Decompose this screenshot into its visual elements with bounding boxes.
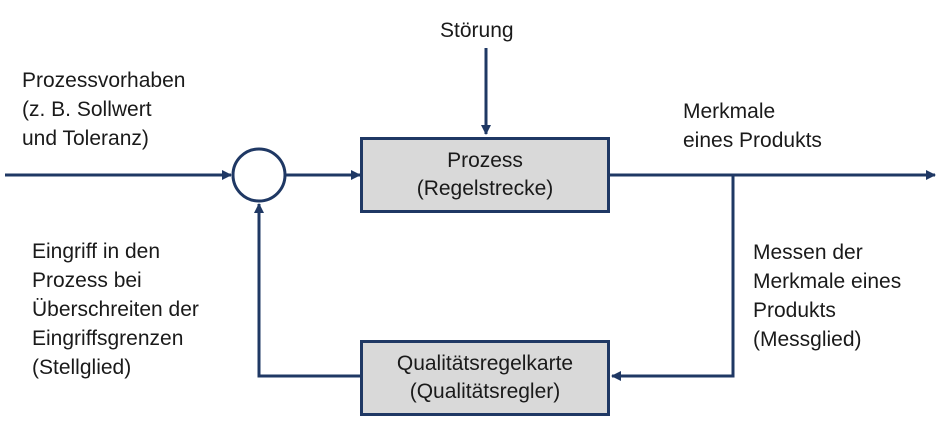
measurement-feedback-line [611, 175, 735, 381]
measurement-label: Messen der Merkmale eines Produkts (Mess… [753, 241, 902, 351]
input-label: Prozessvorhaben (z. B. Sollwert und Tole… [22, 69, 186, 150]
summing-junction [231, 147, 287, 203]
controller-box: Qualitätsregelkarte (Qualitätsregler) [360, 340, 610, 416]
output-label: Merkmale eines Produkts [683, 100, 822, 152]
process-box: Prozess (Regelstrecke) [360, 137, 610, 213]
process-box-title: Prozess [447, 149, 523, 172]
process-box-subtitle: (Regelstrecke) [416, 177, 554, 200]
controller-box-subtitle: (Qualitätsregler) [409, 380, 561, 403]
controller-box-title: Qualitätsregelkarte [396, 352, 574, 375]
intervention-feedback-line [254, 203, 360, 378]
disturbance-label: Störung [440, 19, 514, 42]
intervention-label: Eingriff in den Prozess bei Überschreite… [32, 240, 199, 379]
